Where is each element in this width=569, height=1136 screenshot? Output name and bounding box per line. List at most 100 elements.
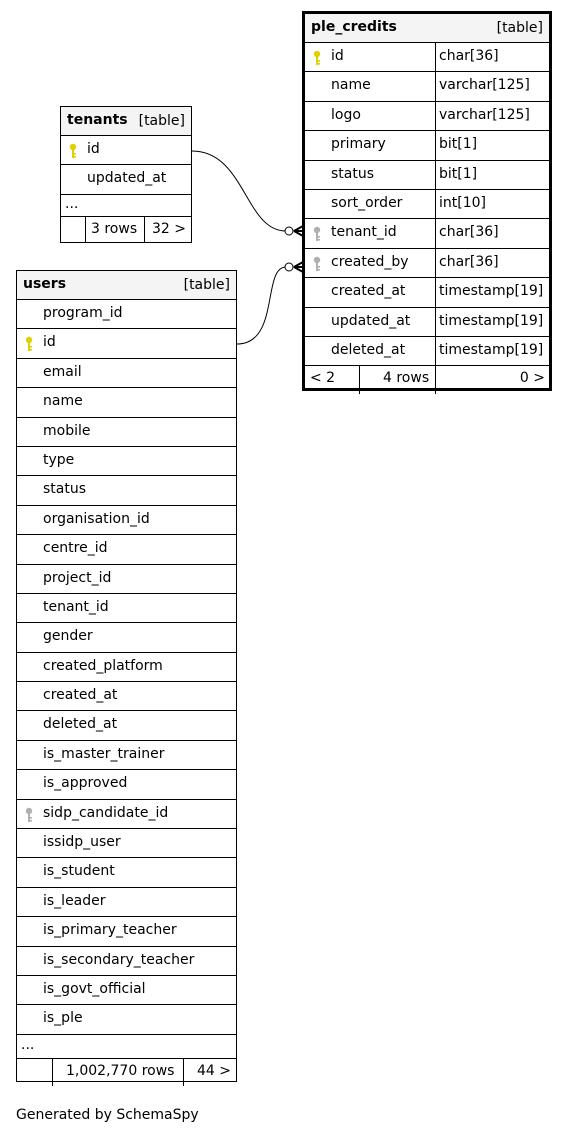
children-count[interactable]: 32 >: [152, 220, 186, 237]
foreign-key-icon: [313, 227, 321, 242]
column-row: email: [17, 359, 236, 389]
column-row: sidp_candidate_id: [17, 800, 236, 830]
table-type: [table]: [138, 113, 185, 129]
divider: [183, 1058, 184, 1086]
column-row: project_id: [17, 565, 236, 594]
children-count[interactable]: 44 >: [197, 1062, 231, 1079]
table-name: ple_credits: [311, 19, 397, 35]
column-name: created_by: [331, 253, 409, 270]
divider: [435, 131, 436, 160]
column-name: is_approved: [43, 775, 128, 792]
column-name: type: [43, 451, 75, 468]
column-name: is_ple: [43, 1010, 83, 1027]
rows-count: 1,002,770 rows: [66, 1062, 175, 1079]
column-type: varchar[125]: [439, 77, 530, 94]
column-name: updated_at: [331, 312, 411, 329]
table-footer: 1,002,770 rows 44 >: [17, 1058, 236, 1086]
column-name: issidp_user: [43, 834, 121, 851]
column-name: name: [43, 393, 83, 410]
table-footer: < 2 4 rows 0 >: [305, 366, 549, 395]
divider: [144, 216, 145, 243]
foreign-key-icon: [313, 256, 321, 271]
ellipsis: ...: [65, 195, 79, 212]
divider: [435, 336, 436, 366]
column-row: id char[36]: [305, 43, 549, 73]
column-name: created_platform: [43, 657, 163, 674]
ellipsis-row: ...: [17, 1035, 236, 1059]
divider: [435, 278, 436, 307]
column-name: name: [331, 77, 371, 94]
link-users-to-ple-credits: [236, 266, 287, 345]
column-row: updated_at: [61, 165, 191, 195]
column-row: deleted_at: [17, 711, 236, 741]
column-row: created_platform: [17, 653, 236, 683]
column-name: status: [331, 165, 375, 182]
column-row: is_secondary_teacher: [17, 947, 236, 976]
column-row: is_ple: [17, 1005, 236, 1035]
column-name: is_master_trainer: [43, 745, 165, 762]
column-name: is_student: [43, 863, 115, 880]
column-name: primary: [331, 136, 386, 153]
link-tenants-crowfoot: [293, 225, 304, 237]
column-row: id: [17, 329, 236, 359]
divider: [435, 219, 436, 248]
parents-count[interactable]: < 2: [310, 370, 336, 387]
column-type: timestamp[19]: [439, 283, 544, 300]
column-type: bit[1]: [439, 165, 478, 182]
column-name: project_id: [43, 569, 112, 586]
divider: [85, 216, 86, 243]
column-name: is_leader: [43, 892, 106, 909]
column-name: is_primary_teacher: [43, 922, 177, 939]
table-type: [table]: [183, 277, 230, 293]
table-ple-credits[interactable]: ple_credits [table] id char[36] name varcha…: [302, 11, 552, 395]
divider: [435, 160, 436, 189]
column-row: is_approved: [17, 770, 236, 800]
link-users-crowfoot: [293, 261, 304, 273]
column-name: tenant_id: [43, 598, 109, 615]
table-header: tenants [table]: [61, 107, 191, 136]
divider: [435, 248, 436, 278]
divider: [435, 101, 436, 131]
column-name: is_secondary_teacher: [43, 951, 195, 968]
column-row: name: [17, 388, 236, 418]
table-type: [table]: [496, 20, 543, 36]
column-row: id: [61, 136, 191, 166]
divider: [52, 1058, 53, 1086]
column-row: is_student: [17, 858, 236, 888]
divider: [435, 366, 436, 395]
column-type: char[36]: [439, 48, 499, 64]
column-name: deleted_at: [43, 716, 118, 733]
column-row: status bit[1]: [305, 160, 549, 190]
column-type: bit[1]: [439, 136, 478, 153]
table-header: ple_credits [table]: [305, 14, 549, 43]
primary-key-icon: [25, 337, 33, 352]
column-name: id: [43, 334, 56, 351]
link-users-optional-marker: [284, 262, 294, 272]
column-row: type: [17, 447, 236, 477]
children-count[interactable]: 0 >: [519, 370, 545, 387]
column-name: id: [331, 48, 344, 64]
column-row: tenant_id: [17, 594, 236, 624]
divider: [435, 189, 436, 219]
column-name: created_at: [331, 283, 406, 300]
column-row: status: [17, 476, 236, 506]
divider: [435, 307, 436, 336]
ellipsis: ...: [21, 1036, 35, 1053]
table-footer: 3 rows 32 >: [61, 216, 191, 243]
column-row: is_govt_official: [17, 976, 236, 1006]
primary-key-icon: [313, 50, 321, 65]
column-row: created_at timestamp[19]: [305, 278, 549, 308]
column-row: created_at: [17, 682, 236, 712]
column-name: is_govt_official: [43, 980, 146, 997]
primary-key-icon: [69, 143, 77, 158]
column-type: char[36]: [439, 224, 499, 241]
